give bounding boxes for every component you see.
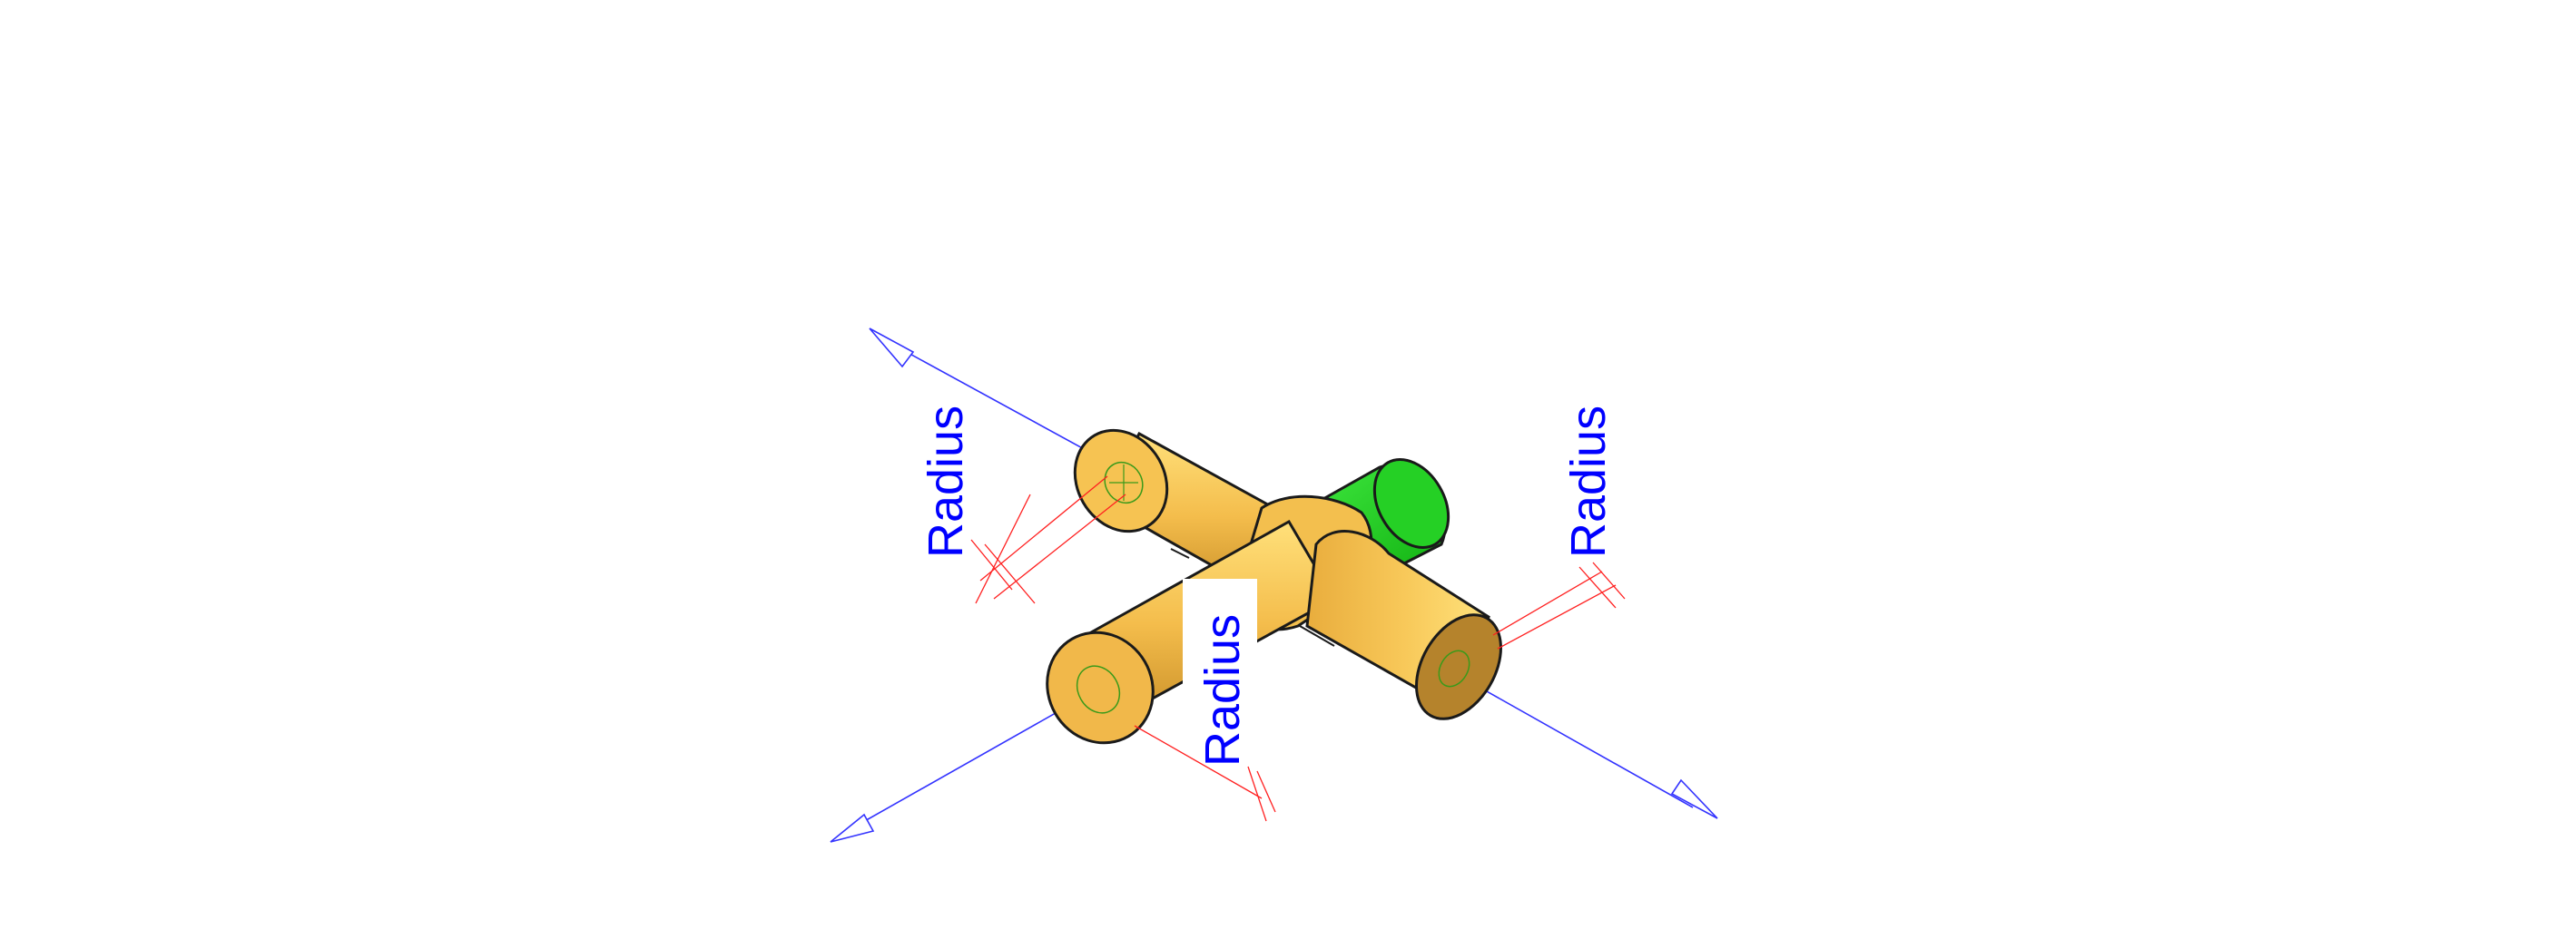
- dimension-lines: [970, 475, 1626, 822]
- axis-arrowhead-lower-right[interactable]: [1670, 778, 1718, 819]
- radius-label-center[interactable]: Radius: [1195, 614, 1250, 767]
- axis-line-lower-left: [848, 693, 1090, 831]
- axis-arrowhead-lower-left[interactable]: [830, 813, 875, 843]
- arm-right-end-face[interactable]: [1399, 600, 1518, 733]
- radius-label-center-background: [1183, 579, 1257, 751]
- axis-arrowhead-upper-left[interactable]: [869, 328, 915, 368]
- arm-upper-left-end-face[interactable]: [1057, 414, 1185, 548]
- radius-label-center-group[interactable]: Radius: [1183, 579, 1257, 767]
- radius-label-upper-left[interactable]: Radius: [919, 406, 973, 558]
- hole-marker-lower-left[interactable]: [1068, 659, 1127, 721]
- arm-right[interactable]: [1170, 530, 1519, 734]
- arm-lower-left[interactable]: [1027, 519, 1337, 762]
- hole-marker-right[interactable]: [1433, 645, 1476, 691]
- arm-lower-left-end-face[interactable]: [1027, 613, 1174, 762]
- selected-cylinder-face[interactable]: [1304, 446, 1463, 582]
- hole-marker-upper-left[interactable]: [1097, 455, 1150, 510]
- radius-label-right[interactable]: Radius: [1561, 406, 1616, 558]
